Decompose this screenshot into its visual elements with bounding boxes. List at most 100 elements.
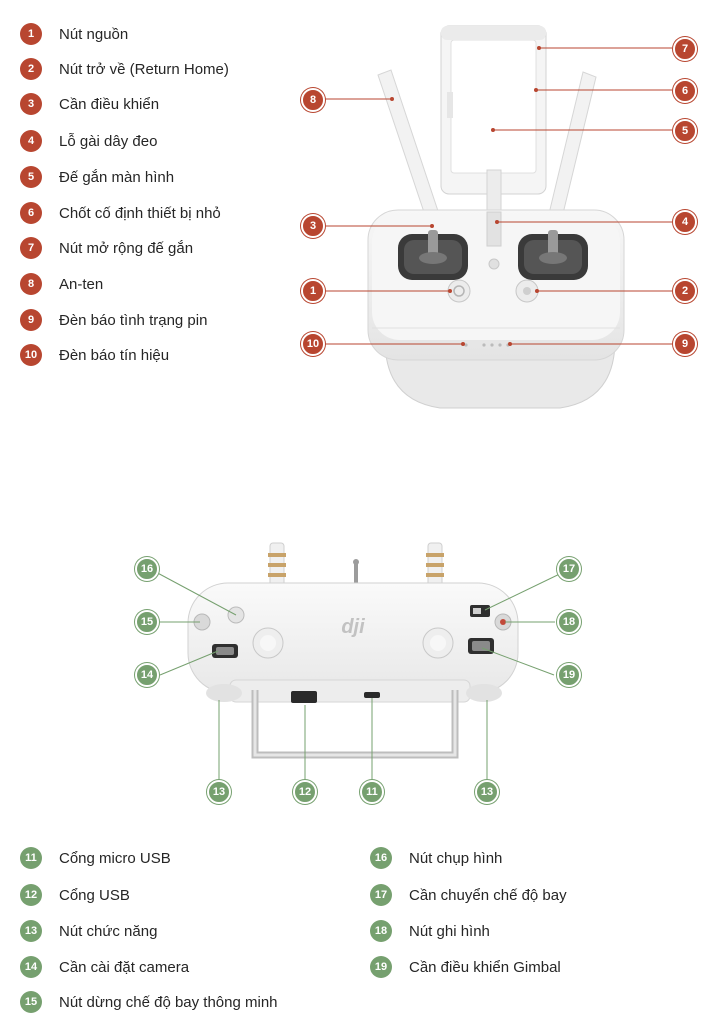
legend-item-13: 13 Nút chức năng bbox=[20, 920, 157, 942]
legend-item-7: 7 Nút mở rộng đế gắn bbox=[20, 237, 193, 259]
legend-item-18: 18 Nút ghi hình bbox=[370, 920, 490, 942]
legend-number-badge: 13 bbox=[20, 920, 42, 942]
power-button bbox=[447, 279, 471, 303]
callout-10: 10 bbox=[301, 332, 325, 356]
legend-item-10: 10 Đèn báo tín hiệu bbox=[20, 344, 169, 366]
callout-19: 19 bbox=[557, 663, 581, 687]
callout-9: 9 bbox=[673, 332, 697, 356]
callout-3: 3 bbox=[301, 214, 325, 238]
legend-number-badge: 3 bbox=[20, 93, 42, 115]
callout-18: 18 bbox=[557, 610, 581, 634]
callout-12: 12 bbox=[293, 780, 317, 804]
brand-logo: dji bbox=[341, 616, 365, 638]
legend-number-badge: 17 bbox=[370, 884, 392, 906]
legend-label: Cần chuyển chế độ bay bbox=[409, 886, 567, 904]
legend-label: Lỗ gài dây đeo bbox=[59, 132, 158, 150]
legend-number-badge: 2 bbox=[20, 58, 42, 80]
mobile-device-holder bbox=[440, 25, 547, 215]
legend-label: Nút chức năng bbox=[59, 922, 158, 940]
callout-6: 6 bbox=[673, 79, 697, 103]
status-leds bbox=[464, 343, 510, 347]
legend-item-11: 11 Cổng micro USB bbox=[20, 847, 171, 869]
legend-label: Đế gắn màn hình bbox=[59, 168, 175, 186]
top-leader-lines bbox=[325, 47, 672, 345]
legend-label: Nút dừng chế độ bay thông minh bbox=[59, 993, 278, 1011]
legend-label: Cần điều khiển bbox=[59, 95, 160, 113]
antenna-stub-right bbox=[426, 542, 444, 590]
callout-13-left: 13 bbox=[207, 780, 231, 804]
legend-item-2: 2 Nút trở về (Return Home) bbox=[20, 58, 229, 80]
legend-number-badge: 8 bbox=[20, 273, 42, 295]
legend-label: Nút ghi hình bbox=[409, 922, 490, 940]
flight-mode-switch bbox=[470, 605, 490, 617]
micro-usb-port bbox=[364, 692, 380, 698]
legend-label: Chốt cố định thiết bị nhỏ bbox=[59, 204, 221, 222]
legend-number-badge: 11 bbox=[20, 847, 42, 869]
callout-16: 16 bbox=[135, 557, 159, 581]
legend-number-badge: 10 bbox=[20, 344, 42, 366]
antenna-stub-left bbox=[268, 542, 286, 590]
legend-label: Cổng micro USB bbox=[59, 849, 171, 867]
legend-label: Cổng USB bbox=[59, 886, 130, 904]
legend-label: Nút mở rộng đế gắn bbox=[59, 239, 194, 257]
legend-label: Đèn báo tín hiệu bbox=[59, 346, 170, 364]
callout-2: 2 bbox=[673, 279, 697, 303]
legend-number-badge: 19 bbox=[370, 956, 392, 978]
legend-number-badge: 12 bbox=[20, 884, 42, 906]
legend-item-3: 3 Cần điều khiển bbox=[20, 93, 159, 115]
legend-label: An-ten bbox=[59, 275, 104, 293]
right-control-stick bbox=[518, 230, 588, 280]
legend-label: Nút chụp hình bbox=[409, 849, 503, 867]
legend-item-15: 15 Nút dừng chế độ bay thông minh bbox=[20, 991, 278, 1013]
legend-number-badge: 7 bbox=[20, 237, 42, 259]
legend-item-1: 1 Nút nguồn bbox=[20, 23, 128, 45]
legend-number-badge: 5 bbox=[20, 166, 42, 188]
legend-item-17: 17 Cần chuyển chế độ bay bbox=[370, 884, 567, 906]
callout-13-right: 13 bbox=[475, 780, 499, 804]
left-control-stick bbox=[398, 230, 468, 280]
legend-item-8: 8 An-ten bbox=[20, 273, 103, 295]
callout-5: 5 bbox=[673, 119, 697, 143]
camera-settings-dial bbox=[212, 644, 238, 658]
legend-label: Cần điều khiển Gimbal bbox=[409, 958, 561, 976]
bottom-leader-lines bbox=[151, 568, 571, 790]
left-dial bbox=[252, 627, 284, 659]
legend-number-badge: 6 bbox=[20, 202, 42, 224]
callout-4: 4 bbox=[673, 210, 697, 234]
carry-handle bbox=[251, 690, 459, 759]
return-home-button bbox=[515, 279, 539, 303]
right-dial bbox=[422, 627, 454, 659]
legend-item-4: 4 Lỗ gài dây đeo bbox=[20, 130, 157, 152]
legend-number-badge: 4 bbox=[20, 130, 42, 152]
legend-label: Nút trở về (Return Home) bbox=[59, 60, 229, 78]
legend-number-badge: 14 bbox=[20, 956, 42, 978]
legend-label: Cần cài đặt camera bbox=[59, 958, 190, 976]
callout-14: 14 bbox=[135, 663, 159, 687]
mount-pin bbox=[353, 559, 359, 584]
legend-number-badge: 18 bbox=[370, 920, 392, 942]
callout-1: 1 bbox=[301, 279, 325, 303]
callout-15: 15 bbox=[135, 610, 159, 634]
legend-item-6: 6 Chốt cố định thiết bị nhỏ bbox=[20, 202, 221, 224]
legend-number-badge: 9 bbox=[20, 309, 42, 331]
legend-item-19: 19 Cần điều khiển Gimbal bbox=[370, 956, 561, 978]
controller-body-rear bbox=[187, 582, 519, 703]
usb-port bbox=[291, 691, 317, 703]
antenna-right bbox=[546, 71, 597, 227]
callout-7: 7 bbox=[673, 37, 697, 61]
gimbal-dial bbox=[468, 638, 494, 654]
legend-item-14: 14 Cần cài đặt camera bbox=[20, 956, 189, 978]
legend-label: Nút nguồn bbox=[59, 25, 129, 43]
legend-number-badge: 1 bbox=[20, 23, 42, 45]
antenna-left bbox=[377, 69, 444, 231]
legend-number-badge: 16 bbox=[370, 847, 392, 869]
callout-17: 17 bbox=[557, 557, 581, 581]
legend-item-5: 5 Đế gắn màn hình bbox=[20, 166, 174, 188]
dji-logo: dji bbox=[341, 616, 365, 638]
legend-item-9: 9 Đèn báo tình trạng pin bbox=[20, 309, 207, 331]
callout-8: 8 bbox=[301, 88, 325, 112]
legend-number-badge: 15 bbox=[20, 991, 42, 1013]
legend-item-16: 16 Nút chụp hình bbox=[370, 847, 502, 869]
legend-item-12: 12 Cổng USB bbox=[20, 884, 130, 906]
